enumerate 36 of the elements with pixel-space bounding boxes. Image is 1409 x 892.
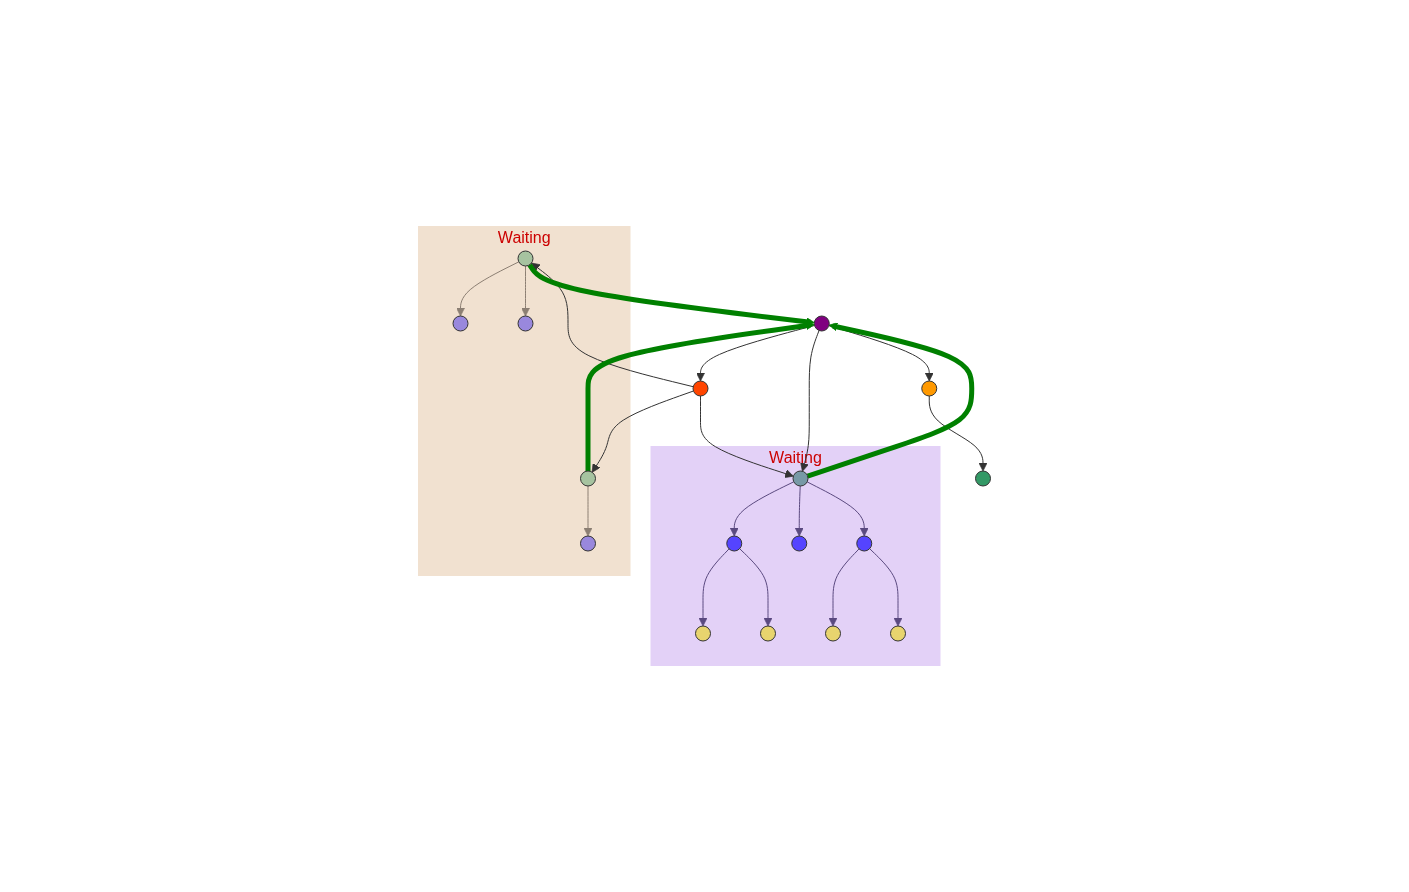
node-circle [695, 625, 712, 642]
arrow [700, 395, 794, 478]
node-circle [791, 535, 808, 552]
arrow [527, 263, 815, 327]
node-circle [517, 250, 534, 267]
arrow [800, 330, 820, 472]
node-circle [580, 470, 597, 487]
arrow [585, 321, 815, 471]
node-circle [890, 625, 907, 642]
arrow [583, 485, 593, 537]
arrow [531, 262, 694, 388]
arrow [929, 395, 988, 472]
arrow [521, 265, 531, 317]
arrow [730, 481, 795, 537]
node-circle [517, 315, 534, 332]
arrow [828, 548, 860, 627]
node-circle [760, 625, 777, 642]
arrow [795, 485, 804, 537]
node-circle [452, 315, 469, 332]
arrow [739, 548, 773, 627]
node-circle [792, 470, 809, 487]
cluster: Waiting [418, 226, 631, 576]
node-circle [580, 535, 597, 552]
arrow [456, 261, 520, 317]
arrow [698, 548, 730, 627]
node-circle [692, 380, 709, 397]
node-circle [921, 380, 938, 397]
cluster: Waiting [650, 446, 941, 666]
node-circle [726, 535, 743, 552]
node-circle [825, 625, 842, 642]
node-circle [814, 315, 830, 332]
arrow [869, 548, 903, 627]
node-circle [975, 470, 992, 487]
arrow [591, 390, 695, 473]
arrow [806, 481, 869, 537]
node-circle [856, 535, 873, 552]
